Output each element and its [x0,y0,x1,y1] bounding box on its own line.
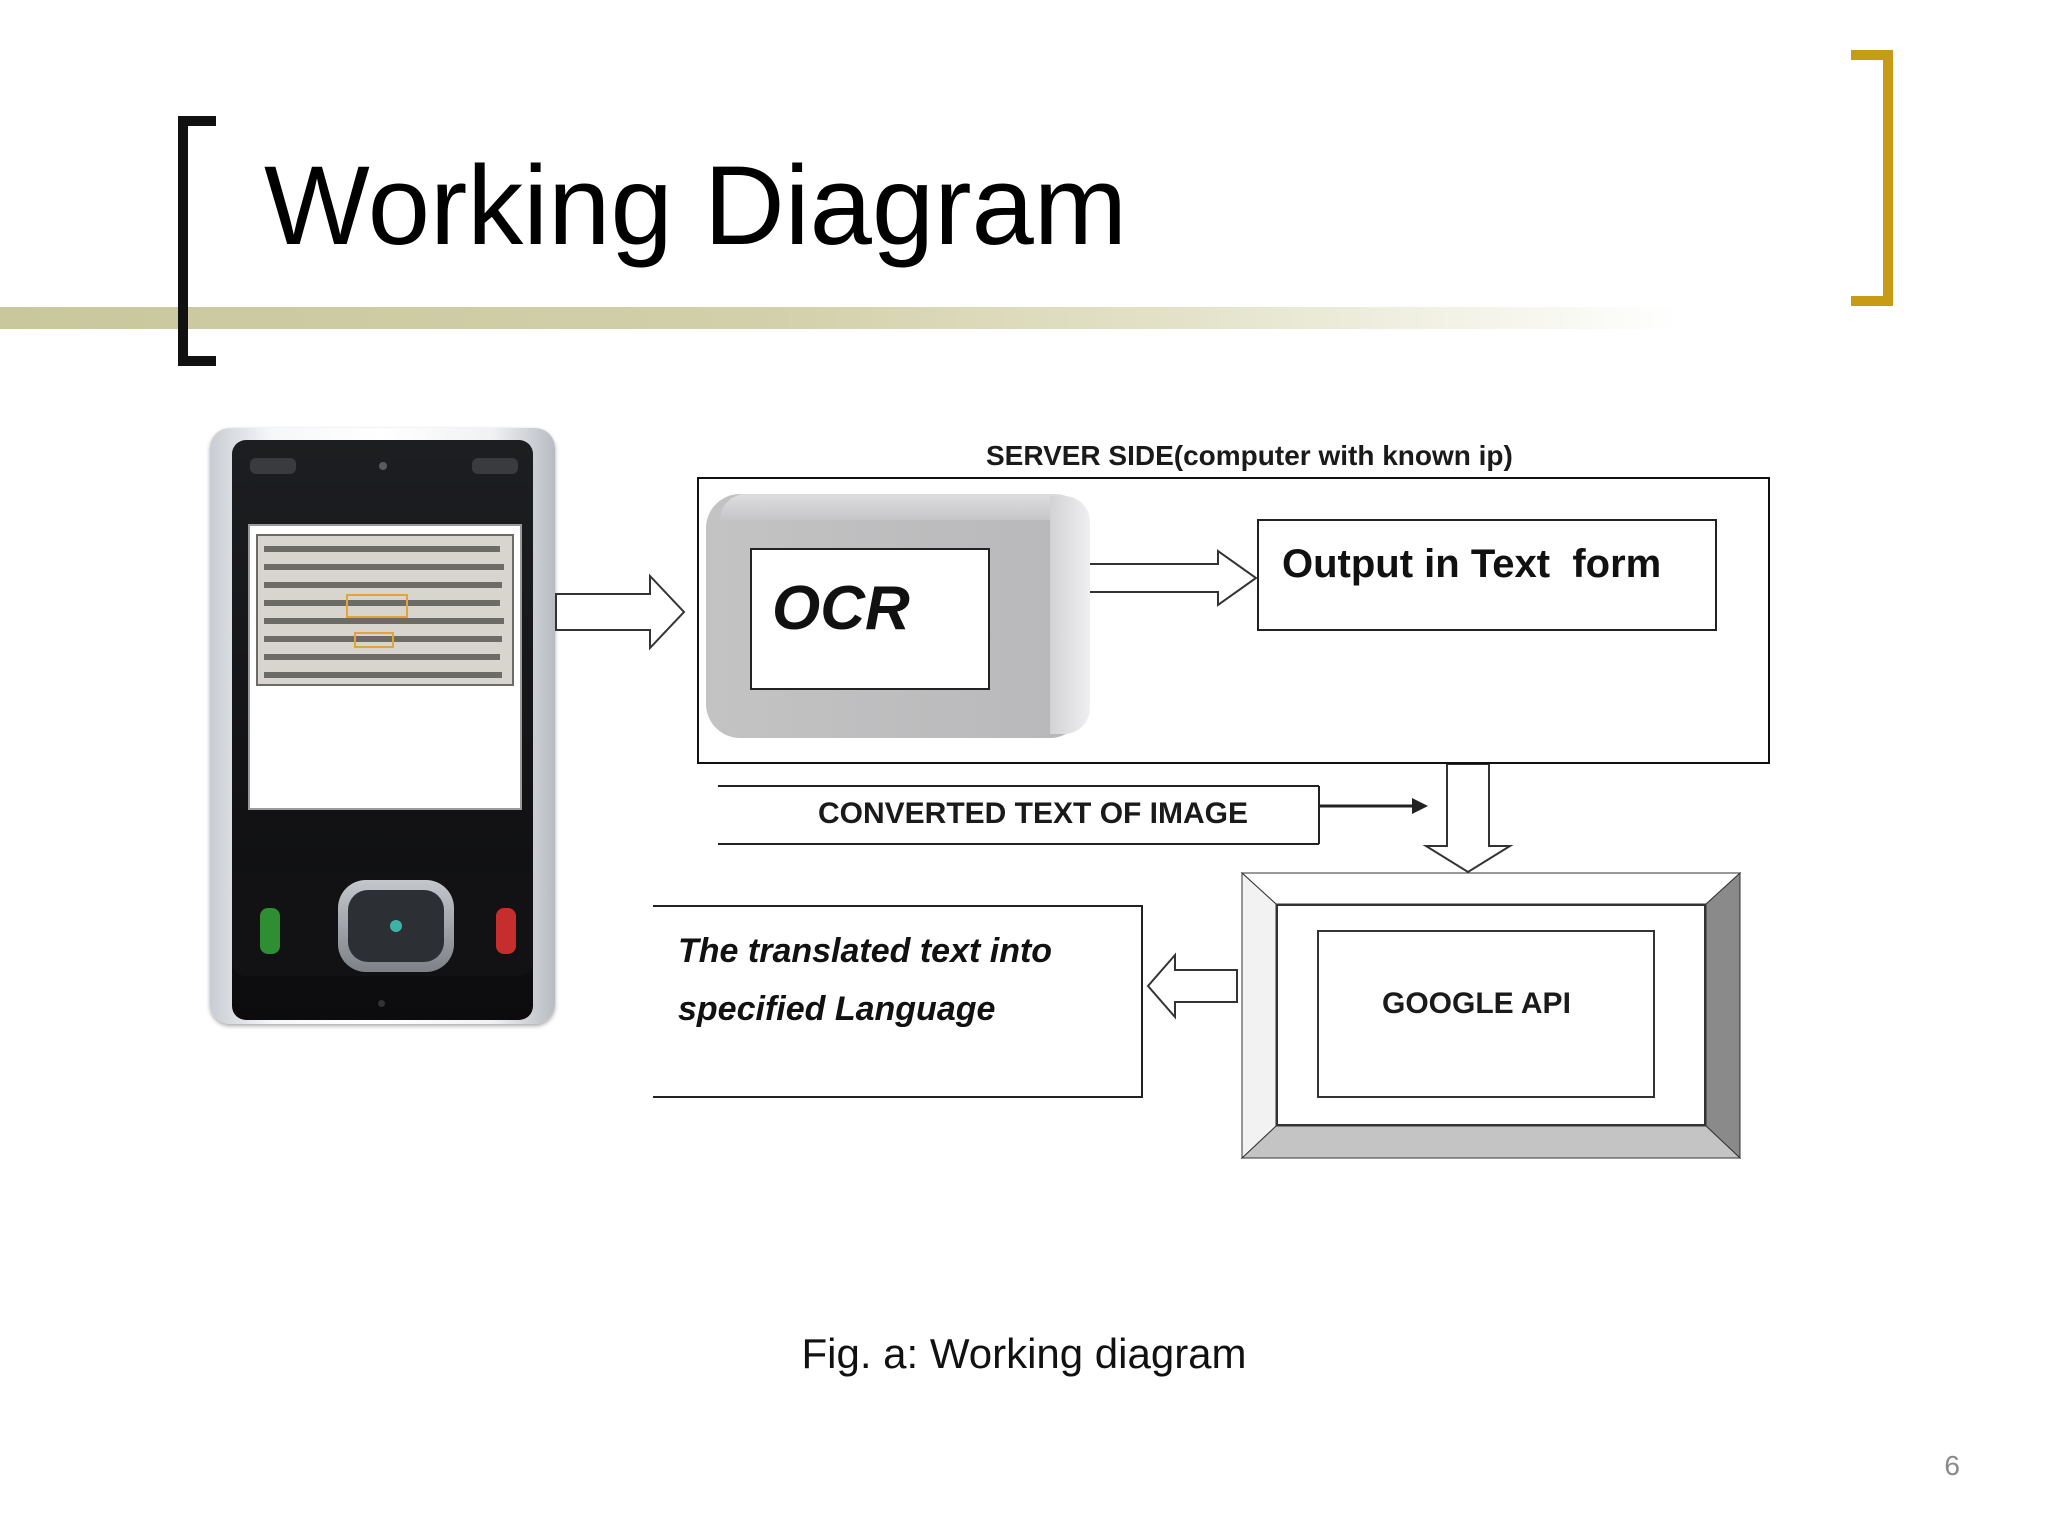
phone-icon [210,428,555,1024]
converted-text-label: CONVERTED TEXT OF IMAGE [818,797,1249,830]
captured-document-image [256,534,514,686]
title-rule [0,307,1680,329]
arrow-right-icon [1412,798,1428,814]
api-bevel-right [1705,871,1741,1160]
figure-caption: Fig. a: Working diagram [801,1330,1247,1377]
call-key-icon [260,908,280,954]
server-side-label: SERVER SIDE(computer with known ip) [986,440,1513,471]
output-text-box [1257,519,1717,631]
dpad-inner [348,890,444,962]
dpad-center [390,920,402,932]
arrow-right-icon [1086,549,1258,607]
ocr-block-side [1050,496,1090,734]
api-bevel-bottom [1240,1125,1742,1159]
end-key-icon [496,908,516,954]
phone-soft-key-left [250,458,296,474]
arrow-right-icon [555,573,686,651]
phone-soft-key-right [472,458,518,474]
left-bracket-decoration [178,116,216,366]
arrow-left-icon [1146,952,1238,1020]
ocr-label: OCR [772,574,910,643]
ocr-face [750,548,990,690]
slide-title: Working Diagram [264,143,1128,268]
right-bracket-decoration [1851,50,1893,306]
phone-camera-dot [379,462,387,470]
google-api-label: GOOGLE API [1382,987,1571,1020]
api-bevel-left [1241,871,1277,1160]
phone-screen [248,524,522,810]
dpad-icon [338,880,454,972]
api-bevel-top [1240,872,1742,905]
phone-bottom-dot [378,1000,385,1007]
server-side-box [697,477,1770,764]
translated-text-label: The translated text into specified Langu… [678,932,1053,1028]
output-text-label: Output in Text form [1282,542,1662,586]
arrow-down-icon [1422,763,1514,874]
ocr-block-top [720,494,1082,520]
google-api-box [1317,930,1655,1098]
translated-text-box [653,905,1143,1098]
page-number: 6 [1944,1450,1960,1481]
